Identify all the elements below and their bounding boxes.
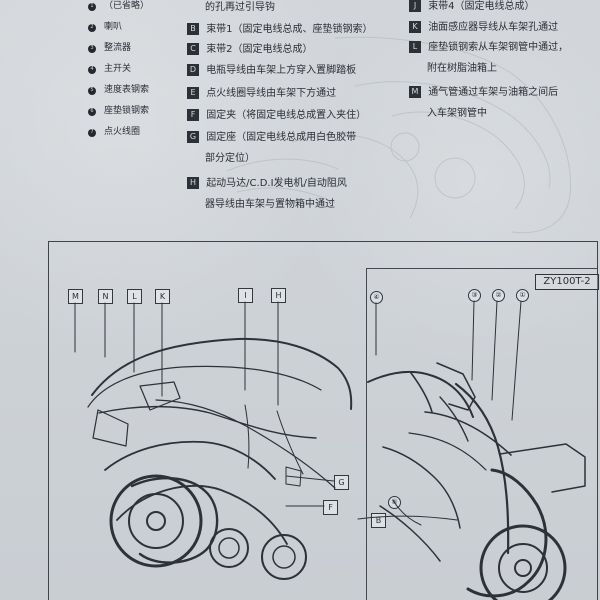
label-tag: G bbox=[187, 131, 199, 143]
note-text: 附在树脂油箱上 bbox=[427, 63, 497, 74]
note-line: 入车架钢管中 bbox=[427, 108, 487, 120]
note-line: B 束带1（固定电线总成、座垫锁钢索） bbox=[187, 23, 373, 36]
note-line: F 固定夹（将固定电线总成置入夹住） bbox=[187, 109, 366, 122]
label-tag: E bbox=[187, 87, 199, 99]
diagram-frame bbox=[48, 241, 598, 600]
legend-label: 整流器 bbox=[104, 43, 132, 53]
note-text: 座垫锁钢索从车架钢管中通过， bbox=[428, 42, 569, 53]
legend-item: 3 整流器 bbox=[88, 38, 163, 59]
number-badge: 2 bbox=[88, 23, 96, 32]
label-tag: D bbox=[187, 64, 199, 76]
note-text: 点火线圈导线由车架下方通过 bbox=[206, 88, 337, 99]
note-text: 束带2（固定电线总成） bbox=[206, 44, 313, 55]
label-tag: C bbox=[187, 43, 199, 55]
legend-label: 主开关 bbox=[104, 64, 132, 74]
legend-item: 2 喇叭 bbox=[88, 17, 163, 38]
legend-label: 点火线圈 bbox=[104, 127, 141, 137]
note-line: M 通气管通过车架与油箱之间后 bbox=[409, 86, 558, 99]
note-text: 的孔再过引导钩 bbox=[205, 2, 275, 13]
diagram-number-label: ② bbox=[492, 289, 505, 302]
note-text: 通气管通过车架与油箱之间后 bbox=[428, 87, 559, 98]
note-line: J 束带4（固定电线总成） bbox=[409, 0, 535, 13]
note-line: E 点火线圈导线由车架下方通过 bbox=[187, 87, 336, 100]
note-text: 束带1（固定电线总成、座垫锁钢索） bbox=[206, 24, 373, 35]
note-text: 电瓶导线由车架上方穿入置脚踏板 bbox=[206, 65, 357, 76]
note-line: 附在树脂油箱上 bbox=[427, 63, 497, 75]
diagram-letter-box: F bbox=[323, 500, 338, 515]
note-line: H 起动马达/C.D.I发电机/自动阻风 bbox=[187, 177, 347, 190]
note-line: G 固定座（固定电线总成用白色胶带 bbox=[187, 131, 356, 144]
note-line: L 座垫锁钢索从车架钢管中通过， bbox=[409, 41, 568, 54]
note-line: D 电瓶导线由车架上方穿入置脚踏板 bbox=[187, 64, 356, 77]
number-badge: 1 bbox=[88, 2, 96, 11]
model-label: ZY100T-2 bbox=[535, 274, 599, 290]
left-legend: 1 （已省略） 2 喇叭 3 整流器 4 主开关 5 速度表钢索 6 座垫锁钢索… bbox=[88, 0, 163, 143]
diagram-number-label: ④ bbox=[370, 291, 383, 304]
note-text: 器导线由车架与置物箱中通过 bbox=[205, 199, 335, 210]
number-badge: 5 bbox=[88, 86, 96, 95]
diagram-letter-box: G bbox=[334, 475, 349, 490]
note-text: 油面感应器导线从车架孔通过 bbox=[428, 22, 559, 33]
note-line: 器导线由车架与置物箱中通过 bbox=[205, 199, 335, 211]
note-text: 部分定位） bbox=[205, 153, 255, 164]
note-line: C 束带2（固定电线总成） bbox=[187, 43, 313, 56]
label-tag: K bbox=[409, 21, 421, 33]
note-line: K 油面感应器导线从车架孔通过 bbox=[409, 21, 558, 34]
label-tag: B bbox=[187, 23, 199, 35]
note-text: 入车架钢管中 bbox=[427, 108, 487, 119]
legend-item: 7 点火线圈 bbox=[88, 122, 163, 143]
diagram-number-label: ③ bbox=[468, 289, 481, 302]
legend-label: 速度表钢索 bbox=[104, 85, 150, 95]
legend-item: 5 速度表钢索 bbox=[88, 80, 163, 101]
diagram-subframe bbox=[366, 268, 598, 600]
legend-label: 座垫锁钢索 bbox=[104, 106, 150, 116]
number-badge: 6 bbox=[88, 107, 96, 116]
label-tag: H bbox=[187, 177, 199, 189]
number-badge: 4 bbox=[88, 65, 96, 74]
legend-label: 喇叭 bbox=[104, 22, 123, 32]
note-line: 部分定位） bbox=[205, 153, 255, 165]
number-badge: 3 bbox=[88, 44, 96, 53]
note-text: 固定座（固定电线总成用白色胶带 bbox=[206, 132, 357, 143]
legend-item: 4 主开关 bbox=[88, 59, 163, 80]
note-text: 固定夹（将固定电线总成置入夹住） bbox=[206, 110, 367, 121]
note-text: 起动马达/C.D.I发电机/自动阻风 bbox=[206, 178, 347, 189]
label-tag: F bbox=[187, 109, 199, 121]
label-tag: J bbox=[409, 0, 421, 12]
number-badge: 7 bbox=[88, 128, 96, 137]
legend-label: （已省略） bbox=[104, 1, 150, 11]
diagram-number-label: ① bbox=[516, 289, 529, 302]
note-text: 束带4（固定电线总成） bbox=[428, 1, 535, 12]
label-tag: L bbox=[409, 41, 421, 53]
label-tag: M bbox=[409, 86, 421, 98]
note-line: 的孔再过引导钩 bbox=[205, 2, 275, 14]
legend-item: 6 座垫锁钢索 bbox=[88, 101, 163, 122]
legend-item: 1 （已省略） bbox=[88, 0, 163, 17]
